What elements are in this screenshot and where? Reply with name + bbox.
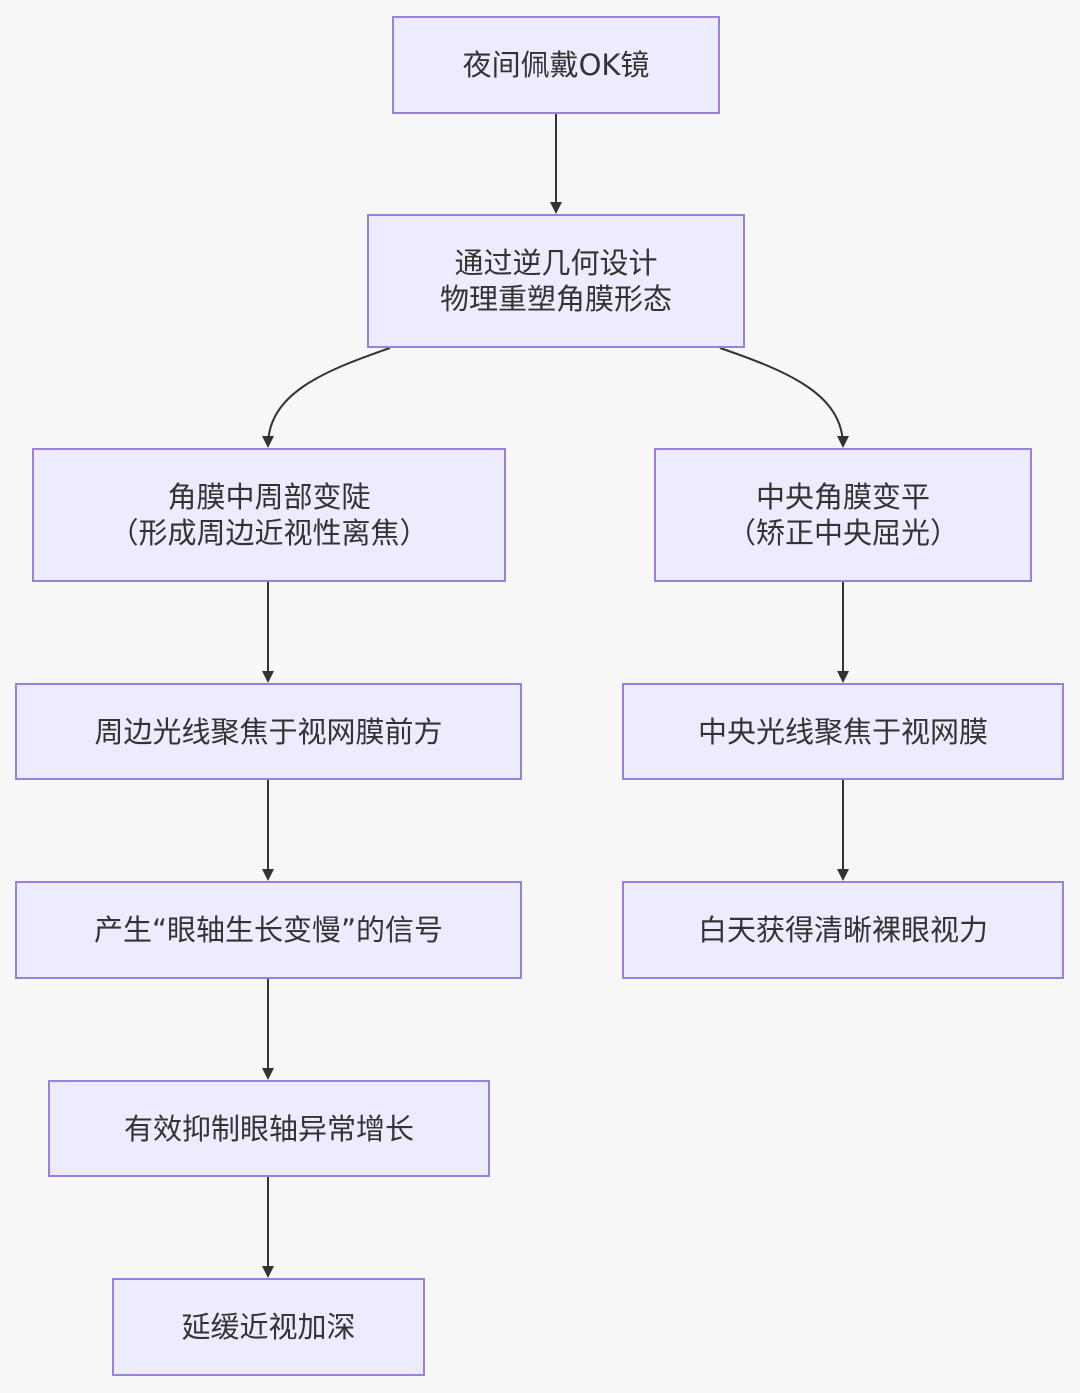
node-label: 物理重塑角膜形态 [439,282,672,316]
node-suppress-axial-growth: 有效抑制眼轴异常增长 [48,1080,490,1177]
node-label: 通过逆几何设计 [454,246,658,280]
node-label: （矫正中央屈光） [726,516,959,550]
node-peripheral-light-focus: 周边光线聚焦于视网膜前方 [15,683,522,780]
node-label: 有效抑制眼轴异常增长 [123,1111,414,1146]
node-clear-daytime-vision: 白天获得清晰裸眼视力 [622,881,1064,979]
node-slow-myopia: 延缓近视加深 [112,1278,425,1376]
node-label: 夜间佩戴OK镜 [462,48,650,82]
node-axial-growth-signal: 产生“眼轴生长变慢”的信号 [15,881,522,979]
node-central-light-focus: 中央光线聚焦于视网膜 [622,683,1064,780]
node-wear-ok-lens: 夜间佩戴OK镜 [392,16,720,114]
node-label: 角膜中周部变陡 [167,480,371,514]
node-label: 中央角膜变平 [755,480,930,514]
node-midperipheral-steepening: 角膜中周部变陡 （形成周边近视性离焦） [32,448,506,582]
node-label: 延缓近视加深 [181,1310,356,1344]
node-label: 白天获得清晰裸眼视力 [697,913,988,947]
node-label: 产生“眼轴生长变慢”的信号 [93,913,444,947]
node-label: （形成周边近视性离焦） [109,516,429,550]
edge-n2-n3 [262,347,391,448]
node-label: 中央光线聚焦于视网膜 [697,714,988,749]
node-reverse-geometry-reshape: 通过逆几何设计 物理重塑角膜形态 [367,214,745,348]
node-label: 周边光线聚焦于视网膜前方 [94,714,443,749]
edge-n2-n4 [719,347,849,448]
node-central-flattening: 中央角膜变平 （矫正中央屈光） [654,448,1032,582]
